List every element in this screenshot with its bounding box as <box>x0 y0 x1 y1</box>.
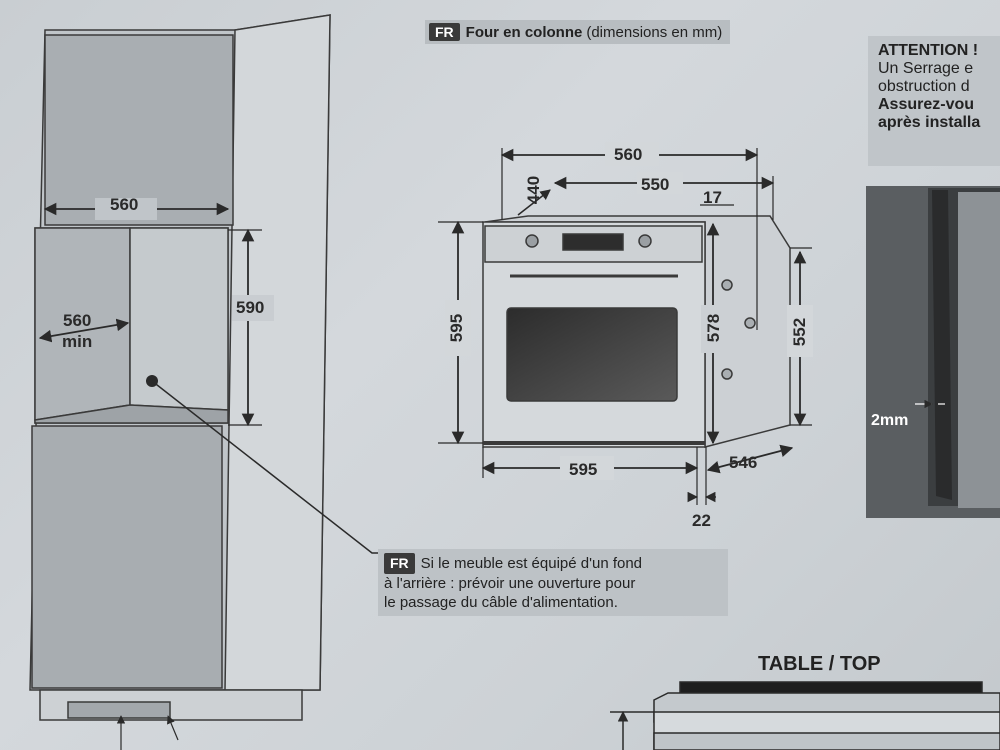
oven-height-595-label: 595 <box>447 313 466 343</box>
section-subtitle: (dimensions en mm) <box>586 23 723 41</box>
oven-height-552-label: 552 <box>790 317 809 347</box>
cable-note: FR Si le meuble est équipé d'un fond à l'… <box>378 549 728 616</box>
attention-line-2: obstruction d <box>878 78 970 95</box>
lang-tag: FR <box>429 23 460 41</box>
attention-line-3: Assurez-vou <box>878 96 975 113</box>
oven-width-560-label: 560 <box>614 145 643 164</box>
oven-offset-17-label: 17 <box>703 188 722 207</box>
oven-width-595-label: 595 <box>569 460 598 479</box>
column-cabinet <box>29 14 331 721</box>
niche-depth-suffix: min <box>62 332 93 351</box>
attention-title: ATTENTION ! <box>878 42 979 59</box>
oven-depth-550-label: 550 <box>641 175 670 194</box>
detail-photo <box>866 186 1000 518</box>
attention-box: ATTENTION ! Un Serrage e obstruction d A… <box>868 36 1000 166</box>
oven-height-578-label: 578 <box>704 313 723 343</box>
section-header: FR Four en colonne (dimensions en mm) <box>425 20 731 44</box>
gap-label: 2mm <box>871 412 909 429</box>
table-top-drawing <box>610 681 1000 750</box>
note-lang-tag: FR <box>384 553 415 574</box>
dim-line-niche-depth <box>38 318 130 343</box>
attention-line-1: Un Serrage e <box>878 60 974 77</box>
note-line-2: à l'arrière : prévoir une ouverture pour <box>384 575 636 592</box>
note-line-1: Si le meuble est équipé d'un fond <box>420 555 643 572</box>
oven-front-22-label: 22 <box>692 511 711 530</box>
oven-depth-440-label: 440 <box>524 175 543 205</box>
section-title: Four en colonne <box>465 23 583 41</box>
table-top-title: TABLE / TOP <box>758 653 881 675</box>
dim-line-oven-546 <box>706 444 794 474</box>
oven-drawing <box>482 215 791 448</box>
oven-depth-546-label: 546 <box>729 453 758 472</box>
note-line-3: le passage du câble d'alimentation. <box>384 594 618 611</box>
niche-depth-label: 560 <box>63 311 92 330</box>
niche-height-label: 590 <box>236 298 265 317</box>
cabinet-width-label: 560 <box>110 195 139 214</box>
attention-line-4: après installa <box>878 114 981 131</box>
